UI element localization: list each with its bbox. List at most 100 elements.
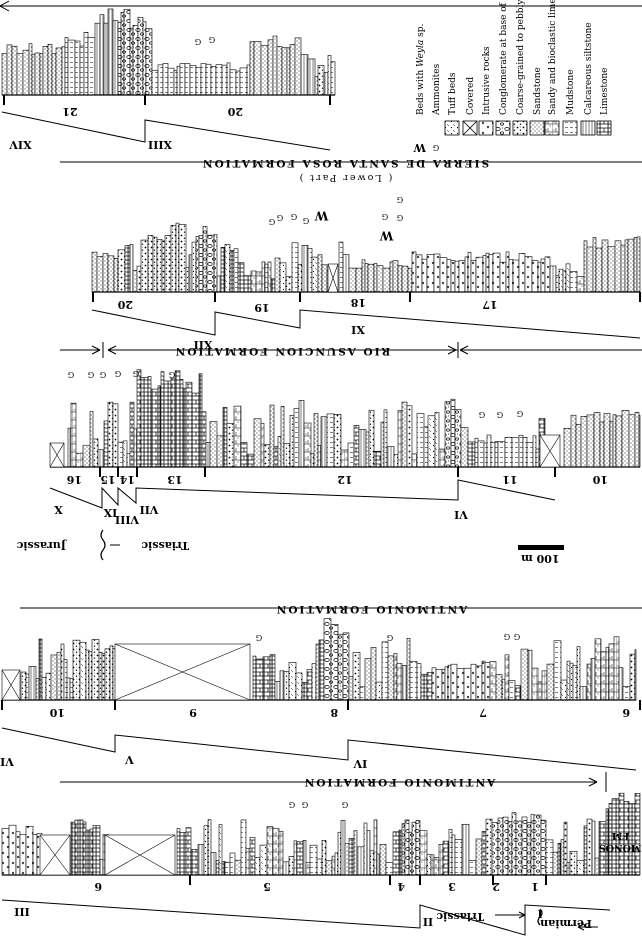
row1-bed — [34, 52, 41, 96]
r4-sequence-label-IV: IV — [353, 757, 367, 770]
row5-bed — [515, 820, 523, 876]
row5-bed — [25, 825, 34, 876]
row3-bed — [67, 427, 72, 468]
row2-column — [91, 222, 641, 293]
r3-unit-label-10: 10 — [592, 473, 608, 486]
legend-label-sandstone: Sandstone — [533, 67, 543, 115]
row1-bed — [137, 16, 144, 96]
ammonite-symbol: G — [88, 370, 94, 379]
row3-bed — [386, 446, 395, 468]
row2-bed — [152, 236, 158, 293]
row2-bed — [601, 239, 609, 293]
row1-bed — [162, 63, 169, 96]
row5-bed — [552, 851, 559, 876]
row3-bed — [511, 437, 520, 468]
row2-bed — [454, 260, 460, 293]
row2-bed — [191, 241, 197, 293]
row3-bed — [82, 444, 91, 468]
arrow-permian — [577, 923, 598, 931]
ammonite-symbol: G — [303, 216, 309, 225]
row2-bed — [117, 249, 126, 293]
row1-bed — [123, 8, 131, 96]
row3-bed — [317, 445, 322, 468]
row3-bed — [526, 442, 534, 468]
row3-bed — [170, 377, 176, 468]
r3-unit-label-14: 14 — [119, 473, 135, 486]
legend-swatch-mudstone — [562, 120, 578, 136]
row2-bed — [467, 251, 472, 293]
row4-bed — [25, 673, 30, 701]
row2-bed — [512, 259, 520, 293]
row1-bed — [55, 47, 63, 96]
row5-bed — [491, 822, 499, 876]
row1-bed — [235, 70, 241, 96]
row1-bed — [47, 43, 53, 96]
row2-bed — [317, 254, 323, 293]
ammonite-symbol: G — [133, 369, 139, 378]
row3-bed — [612, 414, 617, 468]
row3-bed — [397, 410, 403, 468]
row1-bed — [314, 76, 319, 96]
row2-bed — [450, 260, 456, 293]
row4-bed — [45, 672, 52, 701]
row2-bed — [243, 275, 252, 293]
row4-bed — [586, 663, 592, 701]
row2-bed — [558, 268, 564, 293]
row5-bed — [266, 826, 274, 876]
row4-bed — [484, 661, 491, 701]
r3-unit-label-12: 12 — [337, 473, 352, 486]
row3-bed — [198, 373, 203, 468]
row3-bed — [185, 381, 193, 468]
row2-bed — [124, 245, 131, 293]
row4-bed — [594, 638, 602, 701]
row2-bed — [107, 255, 115, 293]
row5-bed — [197, 844, 205, 876]
row3-bed — [303, 422, 312, 468]
legend-swatch-sandstone — [529, 120, 545, 136]
row3-bed — [497, 441, 506, 468]
row4-bed — [447, 664, 452, 701]
row1-bed — [317, 65, 325, 96]
row5-bed — [99, 858, 104, 876]
row3-bed — [326, 413, 335, 468]
row1-bed — [189, 65, 197, 96]
row3-bed — [373, 450, 382, 468]
row5-bed — [207, 819, 212, 876]
row2-bed — [562, 270, 567, 293]
row3-bed — [599, 421, 605, 468]
r4-unit-label-7: 7 — [479, 706, 487, 719]
row2-bed — [261, 261, 266, 293]
row5-bed — [1, 828, 10, 876]
row1-bed — [276, 46, 283, 96]
row2-bed — [421, 258, 428, 293]
row4-bed — [441, 668, 446, 701]
row5-bed — [576, 860, 585, 876]
row2-bed — [348, 267, 357, 293]
row1-bed — [173, 70, 178, 96]
row2-bed — [439, 257, 448, 293]
row3-bed — [233, 405, 242, 468]
row5-bed — [461, 823, 470, 876]
arrow-triassic — [495, 911, 526, 919]
ammonite-symbol: G — [497, 410, 503, 419]
row3-bed — [609, 420, 614, 468]
ammonite-symbol: G — [269, 217, 275, 226]
row3-bed — [454, 409, 462, 468]
legend-weyla-symbol: W — [413, 141, 427, 154]
row2-bed — [569, 271, 578, 293]
r2-unit-label-20: 20 — [117, 298, 133, 311]
row4-bed — [590, 658, 596, 701]
row3-bed — [603, 413, 611, 468]
row3-bed — [427, 415, 436, 468]
row5-bed — [245, 848, 251, 876]
row3-bed — [150, 388, 159, 468]
row3-bed — [103, 420, 109, 468]
r5-sequence-label-I: I — [537, 907, 542, 920]
row4-bed — [508, 680, 516, 701]
row4-bed — [348, 676, 354, 701]
row4-bed — [501, 678, 506, 701]
row4-bed — [504, 654, 510, 701]
monos-label-1: MONOS — [599, 842, 642, 853]
row5-bed — [363, 822, 368, 876]
row3-bed — [365, 431, 370, 468]
